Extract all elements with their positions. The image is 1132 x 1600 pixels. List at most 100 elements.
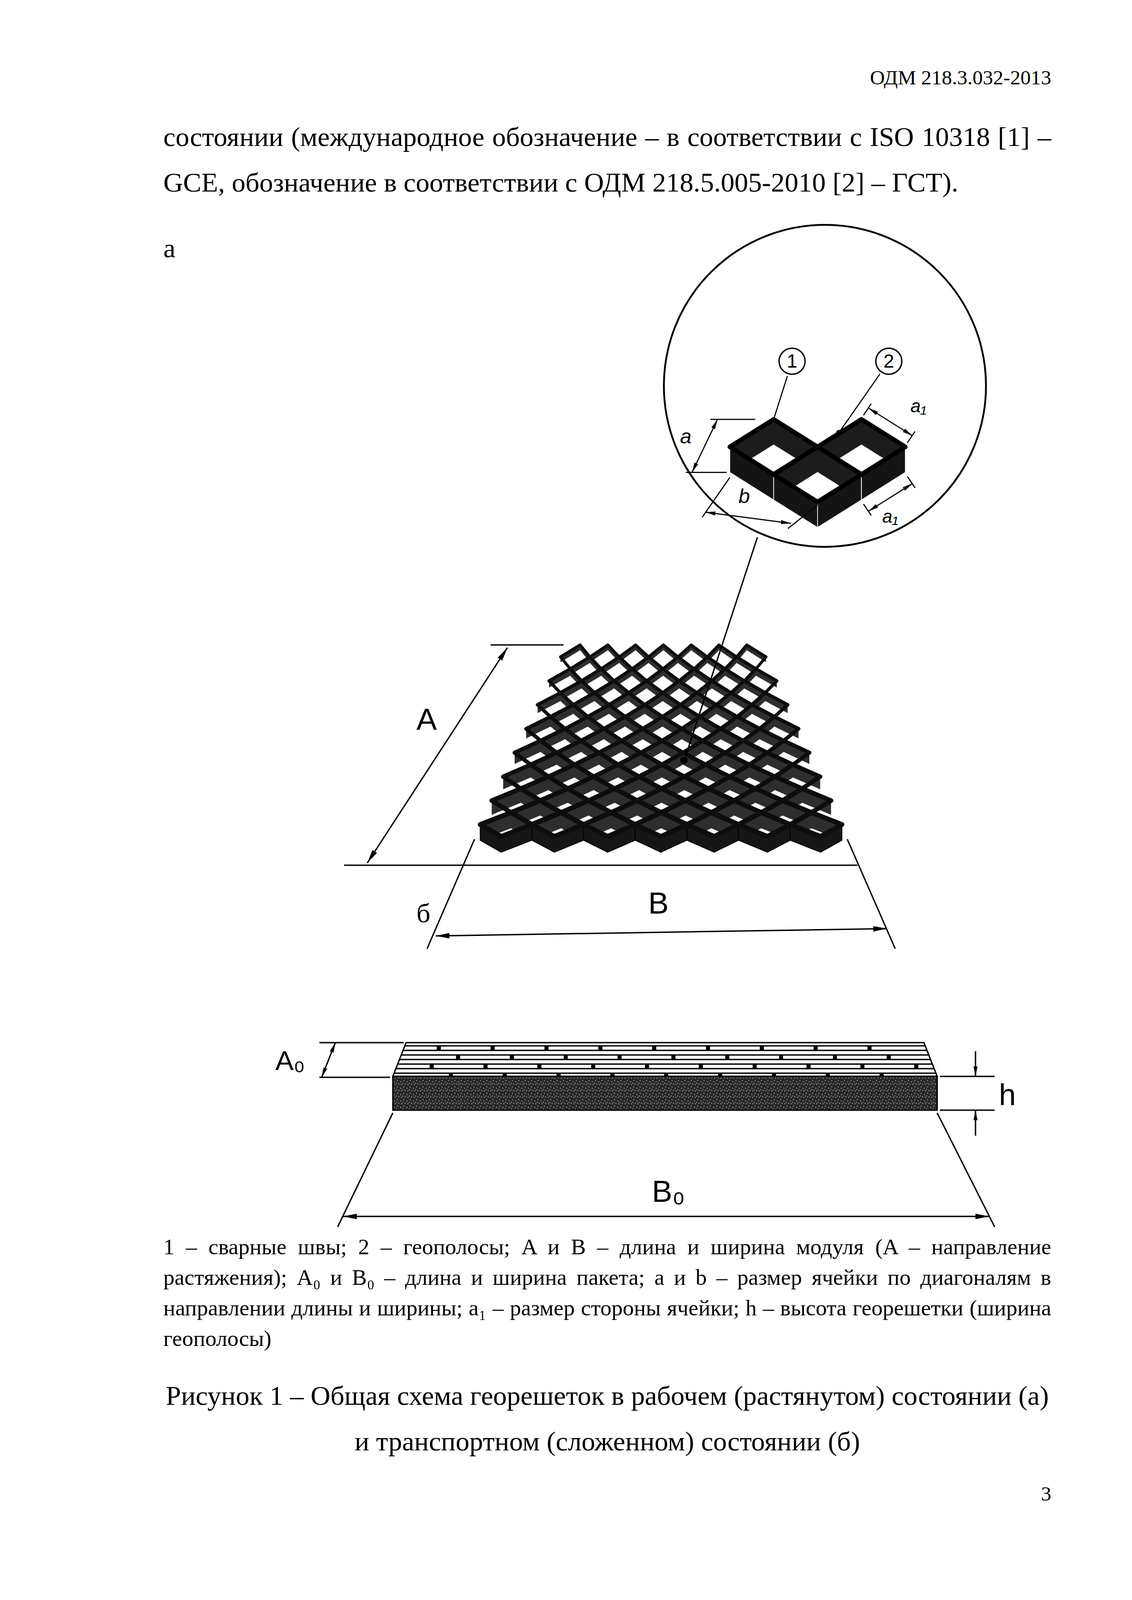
magnifier-circle (663, 224, 986, 548)
geostrip-rim (661, 800, 712, 825)
geostrip-rim (702, 729, 744, 754)
body-text: состоянии (международное обозначение – в… (163, 114, 1052, 206)
extension-line (702, 477, 730, 518)
front-wall (730, 447, 774, 501)
dimension-label: B₀ (652, 1173, 686, 1210)
geostrip-rim (662, 681, 698, 706)
weld-mark (537, 1064, 542, 1069)
extension-line (319, 1077, 391, 1079)
geostrip-rim (619, 645, 649, 670)
extension-line (937, 1113, 995, 1228)
geostrip-rim (593, 765, 639, 790)
geostrip-rim (693, 657, 726, 682)
geostrip-rim (621, 729, 663, 754)
weld-mark (806, 1064, 811, 1069)
geostrip-rim (635, 813, 687, 838)
geostrip-rim (644, 693, 681, 718)
strip-edge (401, 1054, 929, 1057)
geostrip-rim (604, 717, 643, 742)
geostrip-rim (601, 657, 633, 682)
geostrip-rim (628, 681, 663, 706)
geostrip-rim (632, 657, 664, 682)
geostrip-rim (648, 645, 679, 670)
weld-mark (490, 1046, 495, 1051)
weld-mark (886, 1055, 891, 1060)
callout-leaders (773, 374, 881, 436)
geostrip-rim (662, 752, 706, 778)
panel-letter: б (416, 897, 431, 930)
extension-line (490, 644, 564, 647)
geogrid-pack (319, 1043, 995, 1228)
weld-mark (759, 1046, 764, 1051)
weld-mark (455, 1055, 460, 1060)
weld-mark (752, 1064, 757, 1069)
pack-top (392, 1043, 938, 1077)
leader-dot (836, 429, 842, 436)
weld-mark (436, 1046, 441, 1051)
geostrip-rim (662, 704, 700, 730)
geostrip-rim (641, 740, 684, 766)
geostrip-rim (773, 447, 862, 503)
weld-mark (914, 1064, 919, 1069)
weld-mark (699, 1064, 704, 1069)
geostrip-rim (609, 693, 645, 718)
magnifier (663, 224, 986, 548)
weld-mark (429, 1064, 434, 1069)
extension-line (344, 865, 858, 867)
geostrip-rim (730, 419, 818, 475)
strip-edge (399, 1059, 931, 1061)
weld-mark (867, 1046, 872, 1051)
geostrip-rim (611, 800, 662, 825)
geostrip-rim (680, 693, 716, 718)
dimension-line (321, 1043, 336, 1078)
extension-line (939, 1076, 995, 1078)
dimension-label: A (416, 701, 438, 737)
weld-mark (598, 1046, 603, 1051)
callout-circle: 1 (778, 347, 806, 376)
pack-front (392, 1076, 938, 1111)
weld-mark (725, 1055, 730, 1060)
dimension-line (975, 1051, 977, 1077)
dimension-line (367, 647, 508, 864)
callout-number: 2 (883, 351, 894, 371)
dimension-label: b (738, 484, 750, 509)
geostrip-rim (699, 704, 738, 730)
extension-line (319, 1042, 404, 1044)
geostrip-rim (480, 813, 533, 838)
weld-mark (778, 1055, 783, 1060)
dimension-label: B (648, 885, 669, 921)
callout-circle: 2 (875, 347, 903, 376)
weld-mark (617, 1055, 622, 1060)
strip-edge (396, 1068, 935, 1070)
extension-line (787, 505, 818, 529)
geostrip-rim (687, 813, 739, 838)
dimension-line (435, 928, 887, 937)
geostrip-rim (625, 704, 663, 730)
weld-mark (645, 1064, 650, 1069)
geostrip-rim (681, 717, 721, 742)
geostrip-rim (636, 788, 686, 814)
geostrip-rim (662, 657, 694, 682)
geostrip-rim (684, 765, 730, 790)
geostrip-rim (685, 788, 735, 814)
page-number: 3 (1041, 1482, 1052, 1507)
weld-mark (483, 1064, 488, 1069)
dimension-lines (344, 537, 896, 950)
leader-line (773, 375, 788, 420)
leader-line (685, 537, 758, 757)
geostrip-rim (696, 681, 731, 706)
geostrip-rim (587, 704, 626, 730)
geostrip-rim (738, 813, 791, 838)
weld-mark (705, 1046, 710, 1051)
geostrip-rim (594, 681, 629, 706)
dimension-label: h (998, 1077, 1016, 1113)
weld-mark (832, 1055, 837, 1060)
extension-line (427, 839, 475, 950)
dimension-label: A₀ (275, 1045, 306, 1077)
strip-edge (397, 1064, 933, 1066)
geostrip-rim (532, 813, 584, 838)
geostrip-rim (662, 729, 703, 754)
weld-mark (652, 1046, 657, 1051)
dimension-line (868, 408, 913, 436)
detail-point (680, 756, 688, 765)
